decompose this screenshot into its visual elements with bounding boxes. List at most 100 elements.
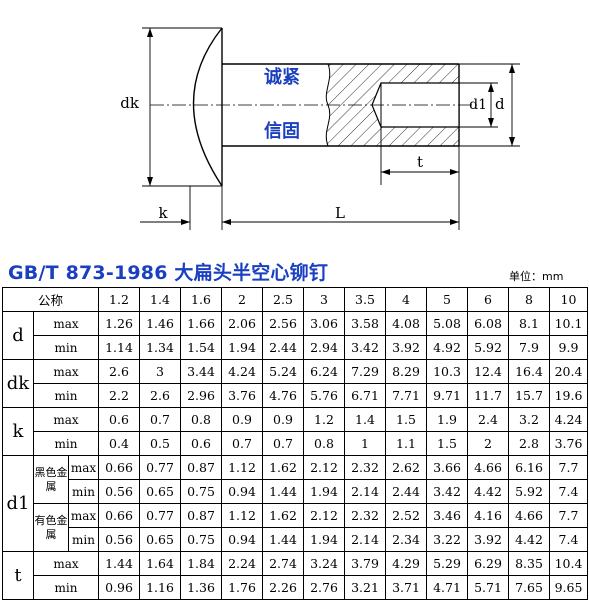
value-cell: 7.4 xyxy=(549,479,588,504)
value-cell: 2.4 xyxy=(467,407,509,432)
value-cell: 1.44 xyxy=(262,527,304,552)
material-label-nonferrous: 有色金属 xyxy=(33,503,69,552)
max-label: max xyxy=(68,455,99,480)
row-label-t: t xyxy=(2,551,34,600)
dimension-lines xyxy=(140,27,520,230)
value-cell: 8.29 xyxy=(385,359,427,384)
value-cell: 0.8 xyxy=(303,431,345,456)
value-cell: 0.6 xyxy=(180,431,222,456)
dim-d-label: d xyxy=(495,95,505,113)
value-cell: 1.36 xyxy=(180,575,222,600)
value-cell: 7.7 xyxy=(549,503,588,528)
value-cell: 0.56 xyxy=(98,527,140,552)
size-cell: 1.2 xyxy=(98,287,140,312)
row-label-d: d xyxy=(2,311,34,360)
dim-t-label: t xyxy=(417,153,423,171)
value-cell: 2.6 xyxy=(139,383,181,408)
value-cell: 1.76 xyxy=(221,575,263,600)
value-cell: 1.12 xyxy=(221,455,263,480)
row-label-dk: dk xyxy=(2,359,34,408)
value-cell: 3.2 xyxy=(508,407,550,432)
value-cell: 0.65 xyxy=(139,527,181,552)
value-cell: 1.26 xyxy=(98,311,140,336)
value-cell: 4.66 xyxy=(508,503,550,528)
value-cell: 0.4 xyxy=(98,431,140,456)
value-cell: 4.24 xyxy=(549,407,588,432)
value-cell: 10.1 xyxy=(549,311,588,336)
value-cell: 3.71 xyxy=(385,575,427,600)
value-cell: 1.94 xyxy=(303,479,345,504)
value-cell: 8.35 xyxy=(508,551,550,576)
size-cell: 8 xyxy=(508,287,550,312)
value-cell: 2.6 xyxy=(98,359,140,384)
value-cell: 6.08 xyxy=(467,311,509,336)
min-label: min xyxy=(33,431,99,456)
value-cell: 2.8 xyxy=(508,431,550,456)
value-cell: 3.92 xyxy=(385,335,427,360)
value-cell: 19.6 xyxy=(549,383,588,408)
value-cell: 10.4 xyxy=(549,551,588,576)
value-cell: 0.77 xyxy=(139,503,181,528)
value-cell: 0.7 xyxy=(262,431,304,456)
value-cell: 3.21 xyxy=(344,575,386,600)
value-cell: 0.9 xyxy=(221,407,263,432)
table-row: min 0.96 1.16 1.36 1.76 2.26 2.76 3.21 3… xyxy=(3,575,588,600)
value-cell: 7.4 xyxy=(549,527,588,552)
value-cell: 0.8 xyxy=(180,407,222,432)
value-cell: 7.7 xyxy=(549,455,588,480)
row-label-k: k xyxy=(2,407,34,456)
size-cell: 1.4 xyxy=(139,287,181,312)
size-cell: 3.5 xyxy=(344,287,386,312)
value-cell: 11.7 xyxy=(467,383,509,408)
value-cell: 2.96 xyxy=(180,383,222,408)
value-cell: 4.66 xyxy=(467,455,509,480)
value-cell: 4.76 xyxy=(262,383,304,408)
table-row: min 2.2 2.6 2.96 3.76 4.76 5.76 6.71 7.7… xyxy=(3,383,588,408)
value-cell: 0.66 xyxy=(98,455,140,480)
size-cell: 4 xyxy=(385,287,427,312)
value-cell: 1.84 xyxy=(180,551,222,576)
value-cell: 1.34 xyxy=(139,335,181,360)
value-cell: 0.87 xyxy=(180,503,222,528)
value-cell: 2.32 xyxy=(344,503,386,528)
value-cell: 2.74 xyxy=(262,551,304,576)
value-cell: 3.22 xyxy=(426,527,468,552)
table-row: d1 黑色金属 max 0.66 0.77 0.87 1.12 1.62 2.1… xyxy=(2,455,588,552)
dim-L-label: L xyxy=(335,204,345,222)
table-row: min 0.56 0.65 0.75 0.94 1.44 1.94 2.14 2… xyxy=(3,527,588,552)
max-label: max xyxy=(33,311,99,336)
table-row: 有色金属 max 0.66 0.77 0.87 1.12 1.62 2.12 2… xyxy=(3,503,588,552)
material-label-black: 黑色金属 xyxy=(33,455,69,504)
rivet-drawing: dk d1 d t k L 诚紧 信固 xyxy=(120,27,520,230)
value-cell: 1.5 xyxy=(426,431,468,456)
value-cell: 1.66 xyxy=(180,311,222,336)
value-cell: 1.94 xyxy=(221,335,263,360)
value-cell: 3.58 xyxy=(344,311,386,336)
value-cell: 4.16 xyxy=(467,503,509,528)
value-cell: 4.29 xyxy=(385,551,427,576)
value-cell: 2.34 xyxy=(385,527,427,552)
value-cell: 1.94 xyxy=(303,527,345,552)
table-row: min 0.56 0.65 0.75 0.94 1.44 1.94 2.14 2… xyxy=(3,479,588,504)
value-cell: 15.7 xyxy=(508,383,550,408)
value-cell: 2.14 xyxy=(344,479,386,504)
value-cell: 0.87 xyxy=(180,455,222,480)
min-label: min xyxy=(68,479,99,504)
value-cell: 1.4 xyxy=(344,407,386,432)
value-cell: 2.52 xyxy=(385,503,427,528)
value-cell: 5.92 xyxy=(467,335,509,360)
dim-k-label: k xyxy=(158,204,168,222)
value-cell: 5.92 xyxy=(508,479,550,504)
value-cell: 1.44 xyxy=(98,551,140,576)
table-row: d max 1.26 1.46 1.66 2.06 2.56 3.06 3.58… xyxy=(2,311,588,360)
value-cell: 0.94 xyxy=(221,479,263,504)
dim-d1-label: d1 xyxy=(469,97,487,113)
value-cell: 4.24 xyxy=(221,359,263,384)
value-cell: 6.29 xyxy=(467,551,509,576)
table-row: min 0.4 0.5 0.6 0.7 0.7 0.8 1 1.1 1.5 2 … xyxy=(3,431,588,456)
value-cell: 0.56 xyxy=(98,479,140,504)
value-cell: 3.42 xyxy=(344,335,386,360)
watermark-line2: 信固 xyxy=(264,120,300,142)
size-cell: 10 xyxy=(549,287,588,312)
value-cell: 3.76 xyxy=(221,383,263,408)
